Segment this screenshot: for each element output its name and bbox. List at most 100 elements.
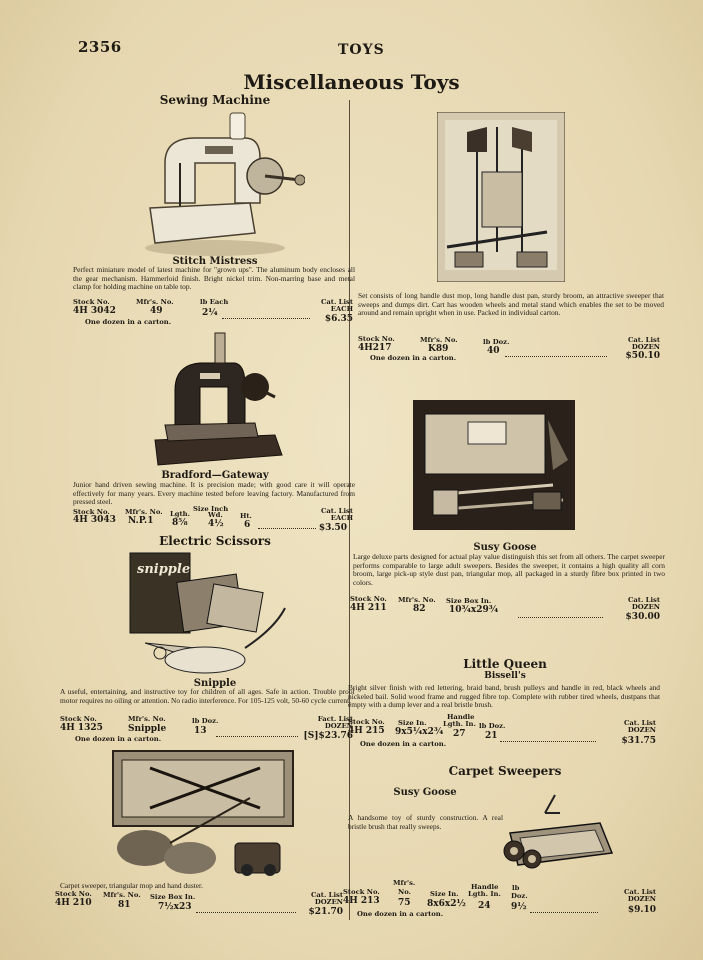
hdr-stock-no: Stock No.: [350, 595, 387, 603]
size: 8x6x2½: [427, 899, 466, 909]
mfr-no: Snipple: [128, 724, 167, 734]
hdr-dozen: DOZEN: [314, 898, 343, 906]
hdr-cat-list: Cat. List: [627, 336, 660, 344]
length: 27: [453, 729, 466, 739]
hdr-mfr-no: Mfr's. No.: [136, 298, 174, 306]
stock-no: 4H 213: [343, 896, 380, 906]
hdr-dozen: DOZEN: [627, 726, 656, 734]
page-title: Miscellaneous Toys: [243, 70, 460, 94]
leader-dots: [216, 736, 298, 737]
carton-note: One dozen in a carton.: [85, 318, 172, 326]
desc-snipple: A useful, entertaining, and instructive …: [60, 687, 355, 705]
price: $21.70: [308, 907, 343, 917]
hdr-mfr-no: Mfr's. No.: [420, 336, 458, 344]
hdr-length: Lgth. In.: [443, 720, 476, 728]
price: $6.35: [324, 314, 353, 324]
length: 24: [478, 901, 491, 911]
leader-dots: [500, 741, 596, 742]
section-carpet-sweepers: Carpet Sweepers: [448, 764, 562, 778]
box-size: 7½x23: [158, 902, 192, 912]
width: 4½: [208, 519, 224, 529]
weight: 13: [194, 726, 207, 736]
box-size: 10¾x29¾: [449, 605, 499, 615]
hdr-cat-list: Cat. List: [320, 507, 353, 515]
hdr-handle: Handle: [471, 883, 499, 891]
hdr-height: Ht.: [240, 512, 252, 520]
price: [S]$23.76: [303, 731, 353, 741]
hdr-cat-list: Cat. List: [623, 719, 656, 727]
hdr-each: EACH: [330, 514, 353, 522]
hdr-stock-no: Stock No.: [60, 715, 97, 723]
product-name-bradford-gateway: Bradford—Gateway: [161, 470, 269, 481]
hdr-mfr-no: Mfr's. No.: [125, 508, 163, 516]
mfr-no: 82: [413, 604, 426, 614]
hdr-mfr: Mfr's.: [393, 879, 416, 887]
mfr-no: 75: [398, 898, 411, 908]
hdr-size-box: Size Box In.: [150, 893, 196, 901]
hdr-weight: lb Doz.: [483, 338, 510, 346]
stock-no: 4H 210: [55, 898, 92, 908]
hdr-size-box: Size Box In.: [446, 597, 492, 605]
snipple-box-label: snipple: [137, 562, 190, 577]
product-name-little-queen: Little Queen: [463, 657, 547, 671]
mfr-no: N.P.1: [128, 516, 154, 526]
hdr-stock-no: Stock No.: [73, 298, 110, 306]
stock-no: 4H 3042: [73, 306, 116, 316]
hdr-stock-no: Stock No.: [358, 335, 395, 343]
column-divider: [349, 100, 350, 920]
brand-bissells: Bissell's: [484, 671, 526, 681]
desc-bradford-gateway: Junior hand driven sewing machine. It is…: [73, 480, 355, 507]
housekeeping-set-image: [437, 112, 565, 282]
price: $3.50: [318, 523, 347, 533]
mfr-no: 81: [118, 900, 131, 910]
hdr-weight: lb Each: [200, 298, 229, 306]
hdr-dozen: DOZEN: [631, 343, 660, 351]
hdr-length: Lgth. In.: [468, 890, 501, 898]
hdr-width: Wd.: [208, 511, 223, 519]
hdr-cat-list: Cat. List: [627, 596, 660, 604]
leader-dots: [258, 528, 316, 529]
hdr-mfr-no: Mfr's. No.: [103, 891, 141, 899]
weight: 9½: [511, 902, 527, 912]
price: $9.10: [627, 905, 656, 915]
weight: 21: [485, 731, 498, 741]
hdr-size-inch: Size Inch: [193, 505, 229, 513]
hdr-size: Size In.: [430, 890, 459, 898]
leader-dots: [196, 912, 296, 913]
stock-no: 4H 1325: [60, 723, 103, 733]
hdr-size: Size In.: [398, 719, 427, 727]
stock-no: 4H 215: [348, 726, 385, 736]
desc-stitch-mistress: Perfect miniature model of latest machin…: [73, 265, 355, 292]
hdr-doz: Doz.: [511, 892, 528, 900]
product-name-snipple: Snipple: [193, 678, 237, 689]
carpet-sweeper-set-image: [112, 750, 294, 876]
hdr-mfr-no: Mfr's. No.: [398, 596, 436, 604]
leader-dots: [518, 617, 603, 618]
carton-note: One dozen in a carton.: [370, 354, 457, 362]
hdr-mfr-no: Mfr's. No.: [128, 715, 166, 723]
mfr-no: K89: [428, 344, 449, 354]
hdr-weight: lb Doz.: [479, 722, 506, 730]
leader-dots: [530, 912, 598, 913]
price: $50.10: [625, 351, 660, 361]
price: $30.00: [625, 612, 660, 622]
leader-dots: [222, 318, 310, 319]
stock-no: 4H 3043: [73, 515, 116, 525]
product-name-stitch-mistress: Stitch Mistress: [172, 256, 258, 267]
carton-note: One dozen in a carton.: [75, 735, 162, 743]
height: 6: [244, 520, 251, 530]
desc-little-queen: Bright silver finish with red lettering,…: [348, 683, 660, 710]
susy-goose-deluxe-set-image: [413, 400, 575, 530]
stock-no: 4H 211: [350, 603, 387, 613]
hdr-cat-list: Cat. List: [320, 298, 353, 306]
carton-note: One dozen in a carton.: [357, 910, 444, 918]
length: 8⅝: [172, 518, 188, 528]
stock-no: 4H217: [358, 343, 392, 353]
bradford-gateway-image: [154, 332, 283, 466]
product-name-susy-goose: Susy Goose: [473, 542, 537, 553]
section-electric-scissors: Electric Scissors: [159, 534, 271, 548]
snipple-image: snipple: [129, 552, 286, 674]
hdr-lb: lb: [512, 884, 520, 892]
page-number: 2356: [78, 38, 122, 56]
